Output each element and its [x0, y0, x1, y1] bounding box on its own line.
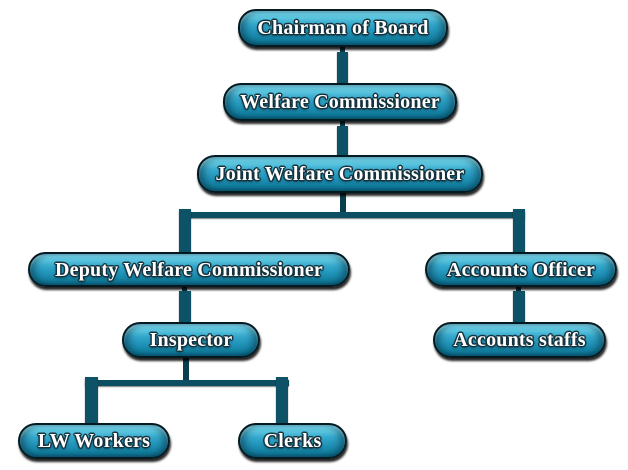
connector-rail-to-lw-workers-bar [85, 377, 98, 425]
connector-rail-to-accounts-officer-bar [513, 209, 525, 255]
org-node-joint-welfare-commissioner: Joint Welfare Commissioner [197, 155, 483, 193]
org-node-label-accounts-officer: Accounts Officer [446, 258, 596, 281]
org-node-label-deputy-welfare-commissioner: Deputy Welfare Commissioner [55, 258, 323, 281]
org-node-lw-workers: LW Workers [18, 423, 170, 459]
connector-deputy-to-inspector-stem [182, 283, 187, 293]
org-node-deputy-welfare-commissioner: Deputy Welfare Commissioner [28, 252, 350, 287]
connector-welfare-to-joint-bar [337, 126, 348, 157]
org-node-inspector: Inspector [122, 322, 260, 358]
connector-chairman-to-welfare-stem [340, 42, 345, 54]
org-node-label-welfare-commissioner: Welfare Commissioner [240, 91, 440, 113]
connector-joint-down-stem [340, 191, 346, 215]
org-node-label-accounts-staffs: Accounts staffs [453, 329, 586, 351]
org-node-welfare-commissioner: Welfare Commissioner [223, 83, 457, 121]
connector-accounts-officer-to-staffs-bar [513, 291, 525, 324]
connector-level6-horizontal-rail [85, 380, 289, 386]
connector-level4-horizontal-rail [180, 212, 525, 218]
org-node-label-chairman-of-board: Chairman of Board [257, 17, 429, 39]
connector-welfare-to-joint-stem [340, 117, 345, 128]
connector-deputy-to-inspector-bar [179, 291, 191, 324]
org-node-clerks: Clerks [238, 423, 347, 459]
org-node-chairman-of-board: Chairman of Board [238, 9, 448, 47]
org-node-accounts-staffs: Accounts staffs [433, 322, 606, 358]
connector-inspector-down-stem [183, 356, 189, 383]
org-node-label-lw-workers: LW Workers [37, 430, 151, 452]
org-node-label-joint-welfare-commissioner: Joint Welfare Commissioner [215, 163, 465, 185]
connector-chairman-to-welfare-bar [337, 52, 348, 85]
org-node-label-inspector: Inspector [149, 329, 233, 351]
org-node-label-clerks: Clerks [263, 430, 322, 452]
connector-accounts-officer-to-staffs-stem [516, 283, 521, 293]
connector-rail-to-deputy-bar [179, 209, 191, 255]
connector-rail-to-clerks-bar [276, 377, 288, 425]
org-node-accounts-officer: Accounts Officer [425, 252, 617, 287]
